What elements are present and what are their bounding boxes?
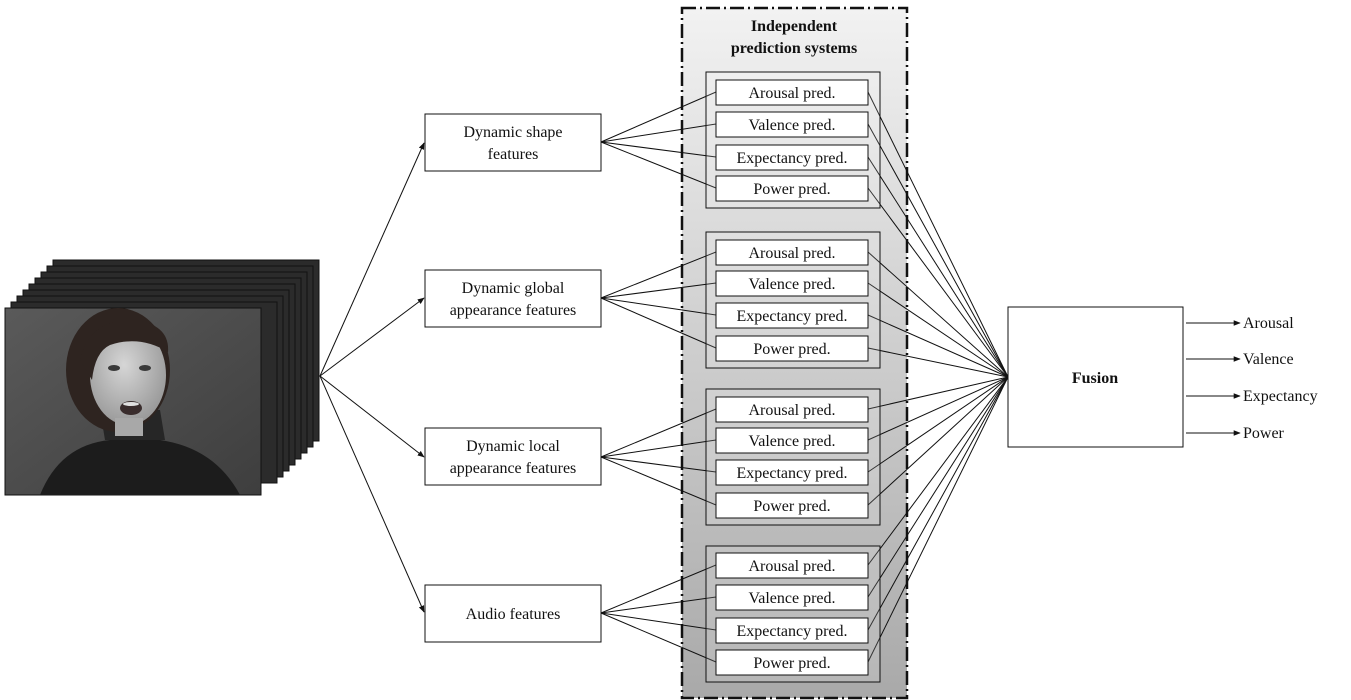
pred-2-power: Power pred. (753, 341, 830, 358)
pred-3-valence: Valence pred. (748, 433, 835, 450)
feature-global-line2: appearance features (450, 302, 577, 319)
feature-1-to-pred-2 (600, 123, 717, 143)
frames-to-feature-3 (319, 375, 425, 458)
feature-3-to-pred-3 (600, 456, 717, 473)
panel-title-line1: Independent (751, 18, 838, 35)
feature-1-to-pred-3 (600, 141, 717, 158)
feature-box-local: Dynamic local appearance features (424, 427, 602, 486)
feature-1-to-pred-4 (600, 141, 717, 189)
prediction-group-3: Arousal pred. Valence pred. Expectancy p… (705, 388, 881, 526)
pred-4-power: Power pred. (753, 655, 830, 672)
pred-4-2-to-fusion (867, 376, 1009, 598)
frames-to-feature-2 (319, 297, 425, 377)
connection-lines (319, 91, 1009, 663)
feature-audio-label: Audio features (466, 606, 561, 623)
feature-4-to-pred-2 (600, 596, 717, 614)
feature-3-to-pred-4 (600, 456, 717, 506)
prediction-group-4: Arousal pred. Valence pred. Expectancy p… (705, 545, 881, 683)
output-arousal: Arousal (1243, 315, 1294, 332)
pred-1-valence: Valence pred. (748, 117, 835, 134)
prediction-group-2: Arousal pred. Valence pred. Expectancy p… (705, 231, 881, 369)
pred-4-3-to-fusion (867, 376, 1009, 631)
pred-4-valence: Valence pred. (748, 590, 835, 607)
frames-to-feature-1 (319, 142, 425, 377)
feature-1-to-pred-1 (600, 91, 717, 143)
prediction-group-1: Arousal pred. Valence pred. Expectancy p… (705, 71, 881, 209)
frames-to-feature-4 (319, 375, 425, 613)
feature-4-to-pred-3 (600, 612, 717, 631)
pred-1-power: Power pred. (753, 181, 830, 198)
pred-1-2-to-fusion (867, 123, 1009, 378)
output-power: Power (1243, 425, 1285, 442)
feature-2-to-pred-1 (600, 251, 717, 299)
video-frames-stack (4, 259, 320, 496)
feature-3-to-pred-2 (600, 439, 717, 458)
pred-4-4-to-fusion (867, 376, 1009, 663)
pred-3-power: Power pred. (753, 498, 830, 515)
output-expectancy: Expectancy (1243, 388, 1318, 405)
feature-box-global: Dynamic global appearance features (424, 269, 602, 328)
output-valence: Valence (1243, 351, 1294, 368)
outputs: Arousal Valence Expectancy Power (1186, 315, 1318, 442)
pred-3-expectancy: Expectancy pred. (736, 465, 847, 482)
fusion-label: Fusion (1072, 370, 1118, 387)
feature-local-line1: Dynamic local (466, 438, 560, 455)
pred-1-1-to-fusion (867, 91, 1009, 378)
feature-box-audio: Audio features (424, 584, 602, 643)
feature-4-to-pred-4 (600, 612, 717, 663)
feature-global-line1: Dynamic global (462, 280, 565, 297)
pred-3-1-to-fusion (867, 376, 1009, 410)
pred-2-3-to-fusion (867, 314, 1009, 378)
pred-1-4-to-fusion (867, 187, 1009, 378)
feature-2-to-pred-3 (600, 297, 717, 316)
pred-2-valence: Valence pred. (748, 276, 835, 293)
fusion-box: Fusion (1007, 306, 1184, 448)
feature-3-to-pred-1 (600, 408, 717, 458)
pred-1-expectancy: Expectancy pred. (736, 150, 847, 167)
feature-box-shape: Dynamic shape features (424, 113, 602, 172)
pred-2-2-to-fusion (867, 282, 1009, 378)
pred-2-expectancy: Expectancy pred. (736, 308, 847, 325)
pred-3-3-to-fusion (867, 376, 1009, 473)
panel-title-line2: prediction systems (731, 40, 857, 57)
feature-shape-line1: Dynamic shape (463, 124, 562, 141)
feature-2-to-pred-4 (600, 297, 717, 349)
pred-4-arousal: Arousal pred. (748, 558, 835, 575)
face-video-frame (4, 307, 262, 496)
pred-2-4-to-fusion (867, 347, 1009, 378)
pred-2-arousal: Arousal pred. (748, 245, 835, 262)
pred-1-3-to-fusion (867, 156, 1009, 378)
feature-local-line2: appearance features (450, 460, 577, 477)
feature-2-to-pred-2 (600, 282, 717, 299)
pred-3-arousal: Arousal pred. (748, 402, 835, 419)
pred-3-4-to-fusion (867, 376, 1009, 506)
feature-shape-line2: features (488, 146, 539, 163)
pred-2-1-to-fusion (867, 251, 1009, 378)
pred-3-2-to-fusion (867, 376, 1009, 441)
pred-1-arousal: Arousal pred. (748, 85, 835, 102)
feature-4-to-pred-1 (600, 564, 717, 614)
pred-4-expectancy: Expectancy pred. (736, 623, 847, 640)
pred-4-1-to-fusion (867, 376, 1009, 566)
